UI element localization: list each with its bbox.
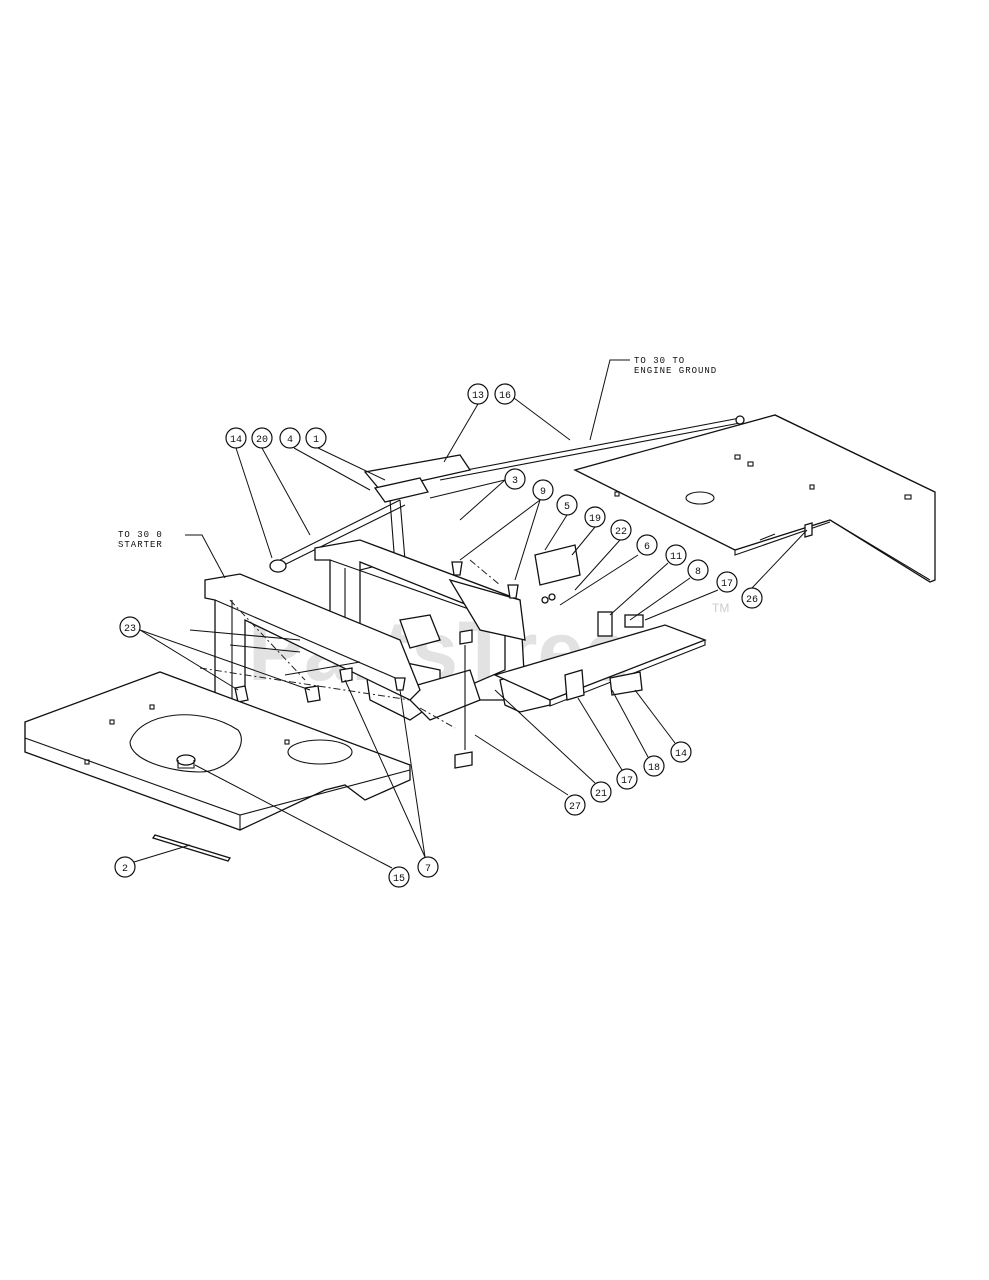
svg-text:9: 9 — [540, 487, 546, 498]
callout-5: 5 — [544, 494, 578, 551]
svg-text:4: 4 — [287, 435, 293, 446]
callout-20: 20 — [251, 427, 311, 536]
svg-text:8: 8 — [695, 567, 701, 578]
callout-26: 26 — [741, 529, 808, 609]
svg-text:3: 3 — [512, 476, 518, 487]
svg-text:15: 15 — [393, 874, 405, 885]
watermark-trademark: TM — [712, 601, 729, 615]
rod-part — [151, 834, 232, 862]
svg-text:18: 18 — [648, 763, 660, 774]
callout-7: 7 — [344, 679, 439, 878]
note-engine-ground: TO 30 TO ENGINE GROUND — [589, 356, 717, 441]
svg-text:1: 1 — [313, 435, 319, 446]
hardware — [234, 522, 813, 769]
svg-text:11: 11 — [670, 552, 682, 563]
callout-1: 1 — [305, 427, 386, 481]
svg-text:23: 23 — [124, 624, 136, 635]
svg-text:27: 27 — [569, 802, 581, 813]
callout-13: 13 — [443, 383, 489, 463]
alignment-lines — [199, 559, 501, 729]
callout-14-lower: 14 — [634, 689, 692, 763]
callout-19: 19 — [571, 506, 606, 556]
callout-8: 8 — [629, 559, 709, 621]
svg-text:22: 22 — [615, 527, 627, 538]
callout-15: 15 — [194, 764, 410, 888]
note-engine-ground-line2: ENGINE GROUND — [634, 366, 717, 376]
svg-text:20: 20 — [256, 435, 268, 446]
callout-23: 23 — [119, 616, 311, 691]
switch-plate — [493, 544, 707, 707]
note-starter-line2: STARTER — [118, 540, 163, 550]
callout-22: 22 — [574, 519, 632, 591]
svg-text:5: 5 — [564, 502, 570, 513]
callouts: 13 16 14 20 4 1 — [114, 383, 808, 888]
svg-text:7: 7 — [425, 864, 431, 875]
svg-text:21: 21 — [595, 789, 607, 800]
callout-9: 9 — [459, 479, 554, 581]
callout-27: 27 — [474, 734, 586, 816]
svg-text:14: 14 — [675, 749, 687, 760]
side-frame — [189, 573, 421, 706]
callout-6: 6 — [559, 534, 658, 606]
svg-text:6: 6 — [644, 542, 650, 553]
callout-18: 18 — [611, 689, 665, 777]
svg-text:17: 17 — [721, 579, 733, 590]
floor-pan — [24, 671, 411, 831]
callout-2: 2 — [114, 844, 191, 878]
note-starter: TO 30 0 STARTER — [118, 530, 226, 579]
ground-cable — [439, 415, 745, 481]
callout-11: 11 — [609, 544, 687, 616]
svg-text:19: 19 — [589, 514, 601, 525]
svg-text:17: 17 — [621, 776, 633, 787]
note-engine-ground-line1: TO 30 TO — [634, 356, 685, 366]
callout-4: 4 — [279, 427, 371, 491]
callout-14-upper: 14 — [225, 427, 273, 559]
svg-text:26: 26 — [746, 595, 758, 606]
rear-panel — [573, 414, 936, 583]
callout-21: 21 — [494, 689, 612, 803]
callout-17-lower: 17 — [577, 697, 638, 790]
svg-text:16: 16 — [499, 391, 511, 402]
svg-text:2: 2 — [122, 864, 128, 875]
svg-text:13: 13 — [472, 391, 484, 402]
callout-16: 16 — [494, 383, 571, 441]
svg-text:14: 14 — [230, 435, 242, 446]
callout-3: 3 — [429, 468, 526, 521]
callout-17-upper: 17 — [644, 571, 738, 621]
note-starter-line1: TO 30 0 — [118, 530, 163, 540]
